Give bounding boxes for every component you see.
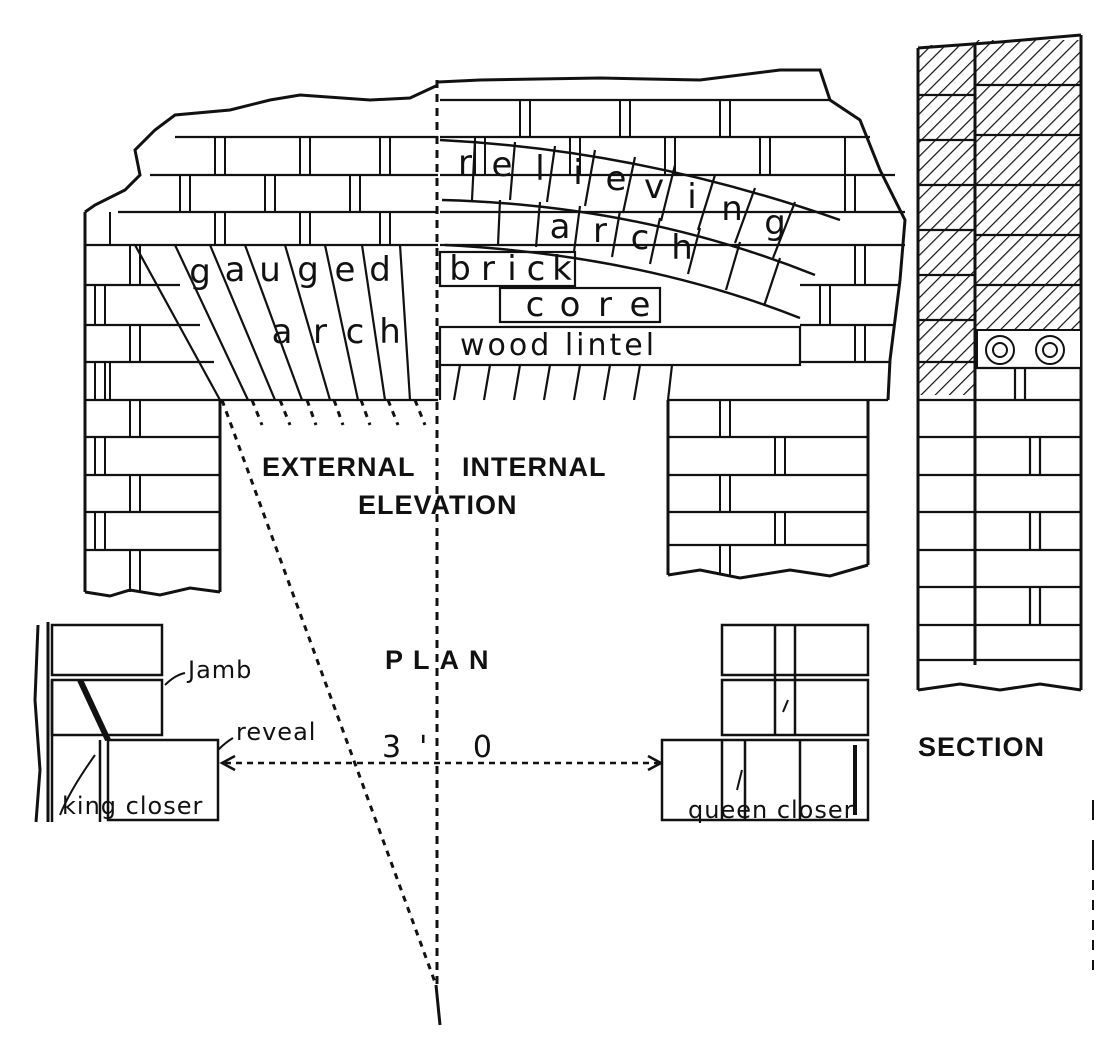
- king-closer-label: king closer: [62, 792, 204, 820]
- reveal-label: reveal: [236, 718, 317, 746]
- internal-label: INTERNAL: [462, 452, 607, 482]
- letter: i: [573, 153, 583, 193]
- letter: o: [559, 285, 581, 325]
- plan-label: PLAN: [385, 645, 499, 675]
- letter: r: [313, 312, 327, 352]
- letter: c: [630, 218, 650, 258]
- wood-lintel-label: wood lintel: [460, 328, 658, 363]
- external-label: EXTERNAL: [262, 452, 416, 482]
- letter: c: [345, 312, 365, 352]
- letter: g: [189, 252, 211, 292]
- plan-left-jamb: [33, 622, 234, 823]
- letter: l: [535, 149, 545, 189]
- letter: c: [526, 249, 546, 289]
- letter: e: [491, 145, 513, 185]
- queen-closer-label: queen closer: [688, 796, 855, 824]
- letter: d: [369, 250, 391, 290]
- letter: e: [605, 159, 627, 199]
- section-label: SECTION: [918, 732, 1046, 762]
- elevation-label: ELEVATION: [358, 490, 518, 520]
- letter: a: [549, 207, 571, 247]
- letter: c: [525, 285, 545, 325]
- letter: a: [271, 312, 293, 352]
- letter: r: [593, 211, 607, 251]
- plan-right-jamb: [660, 623, 870, 822]
- letter: g: [764, 203, 786, 243]
- dimension-label: 3' 0: [382, 730, 510, 765]
- external-elevation-wall: [83, 83, 439, 598]
- section-wall: [916, 33, 1083, 692]
- letter: h: [671, 228, 693, 268]
- letter: e: [629, 285, 651, 325]
- dimension-line: [219, 754, 664, 772]
- letter: k: [552, 249, 572, 289]
- letter: e: [334, 250, 356, 290]
- arch-radial-lines: [220, 399, 438, 986]
- letter: b: [449, 249, 471, 289]
- letter: g: [297, 250, 319, 290]
- letter: i: [507, 249, 517, 289]
- letter: i: [687, 177, 697, 217]
- jamb-label: Jamb: [188, 656, 253, 684]
- letter: u: [259, 250, 281, 290]
- letter: r: [598, 285, 612, 325]
- letter: r: [458, 143, 472, 183]
- internal-elevation-wall: [437, 68, 907, 580]
- letter: a: [224, 250, 246, 290]
- letter: n: [721, 189, 743, 229]
- letter: v: [643, 167, 665, 207]
- letter: h: [379, 312, 401, 352]
- letter: r: [481, 249, 495, 289]
